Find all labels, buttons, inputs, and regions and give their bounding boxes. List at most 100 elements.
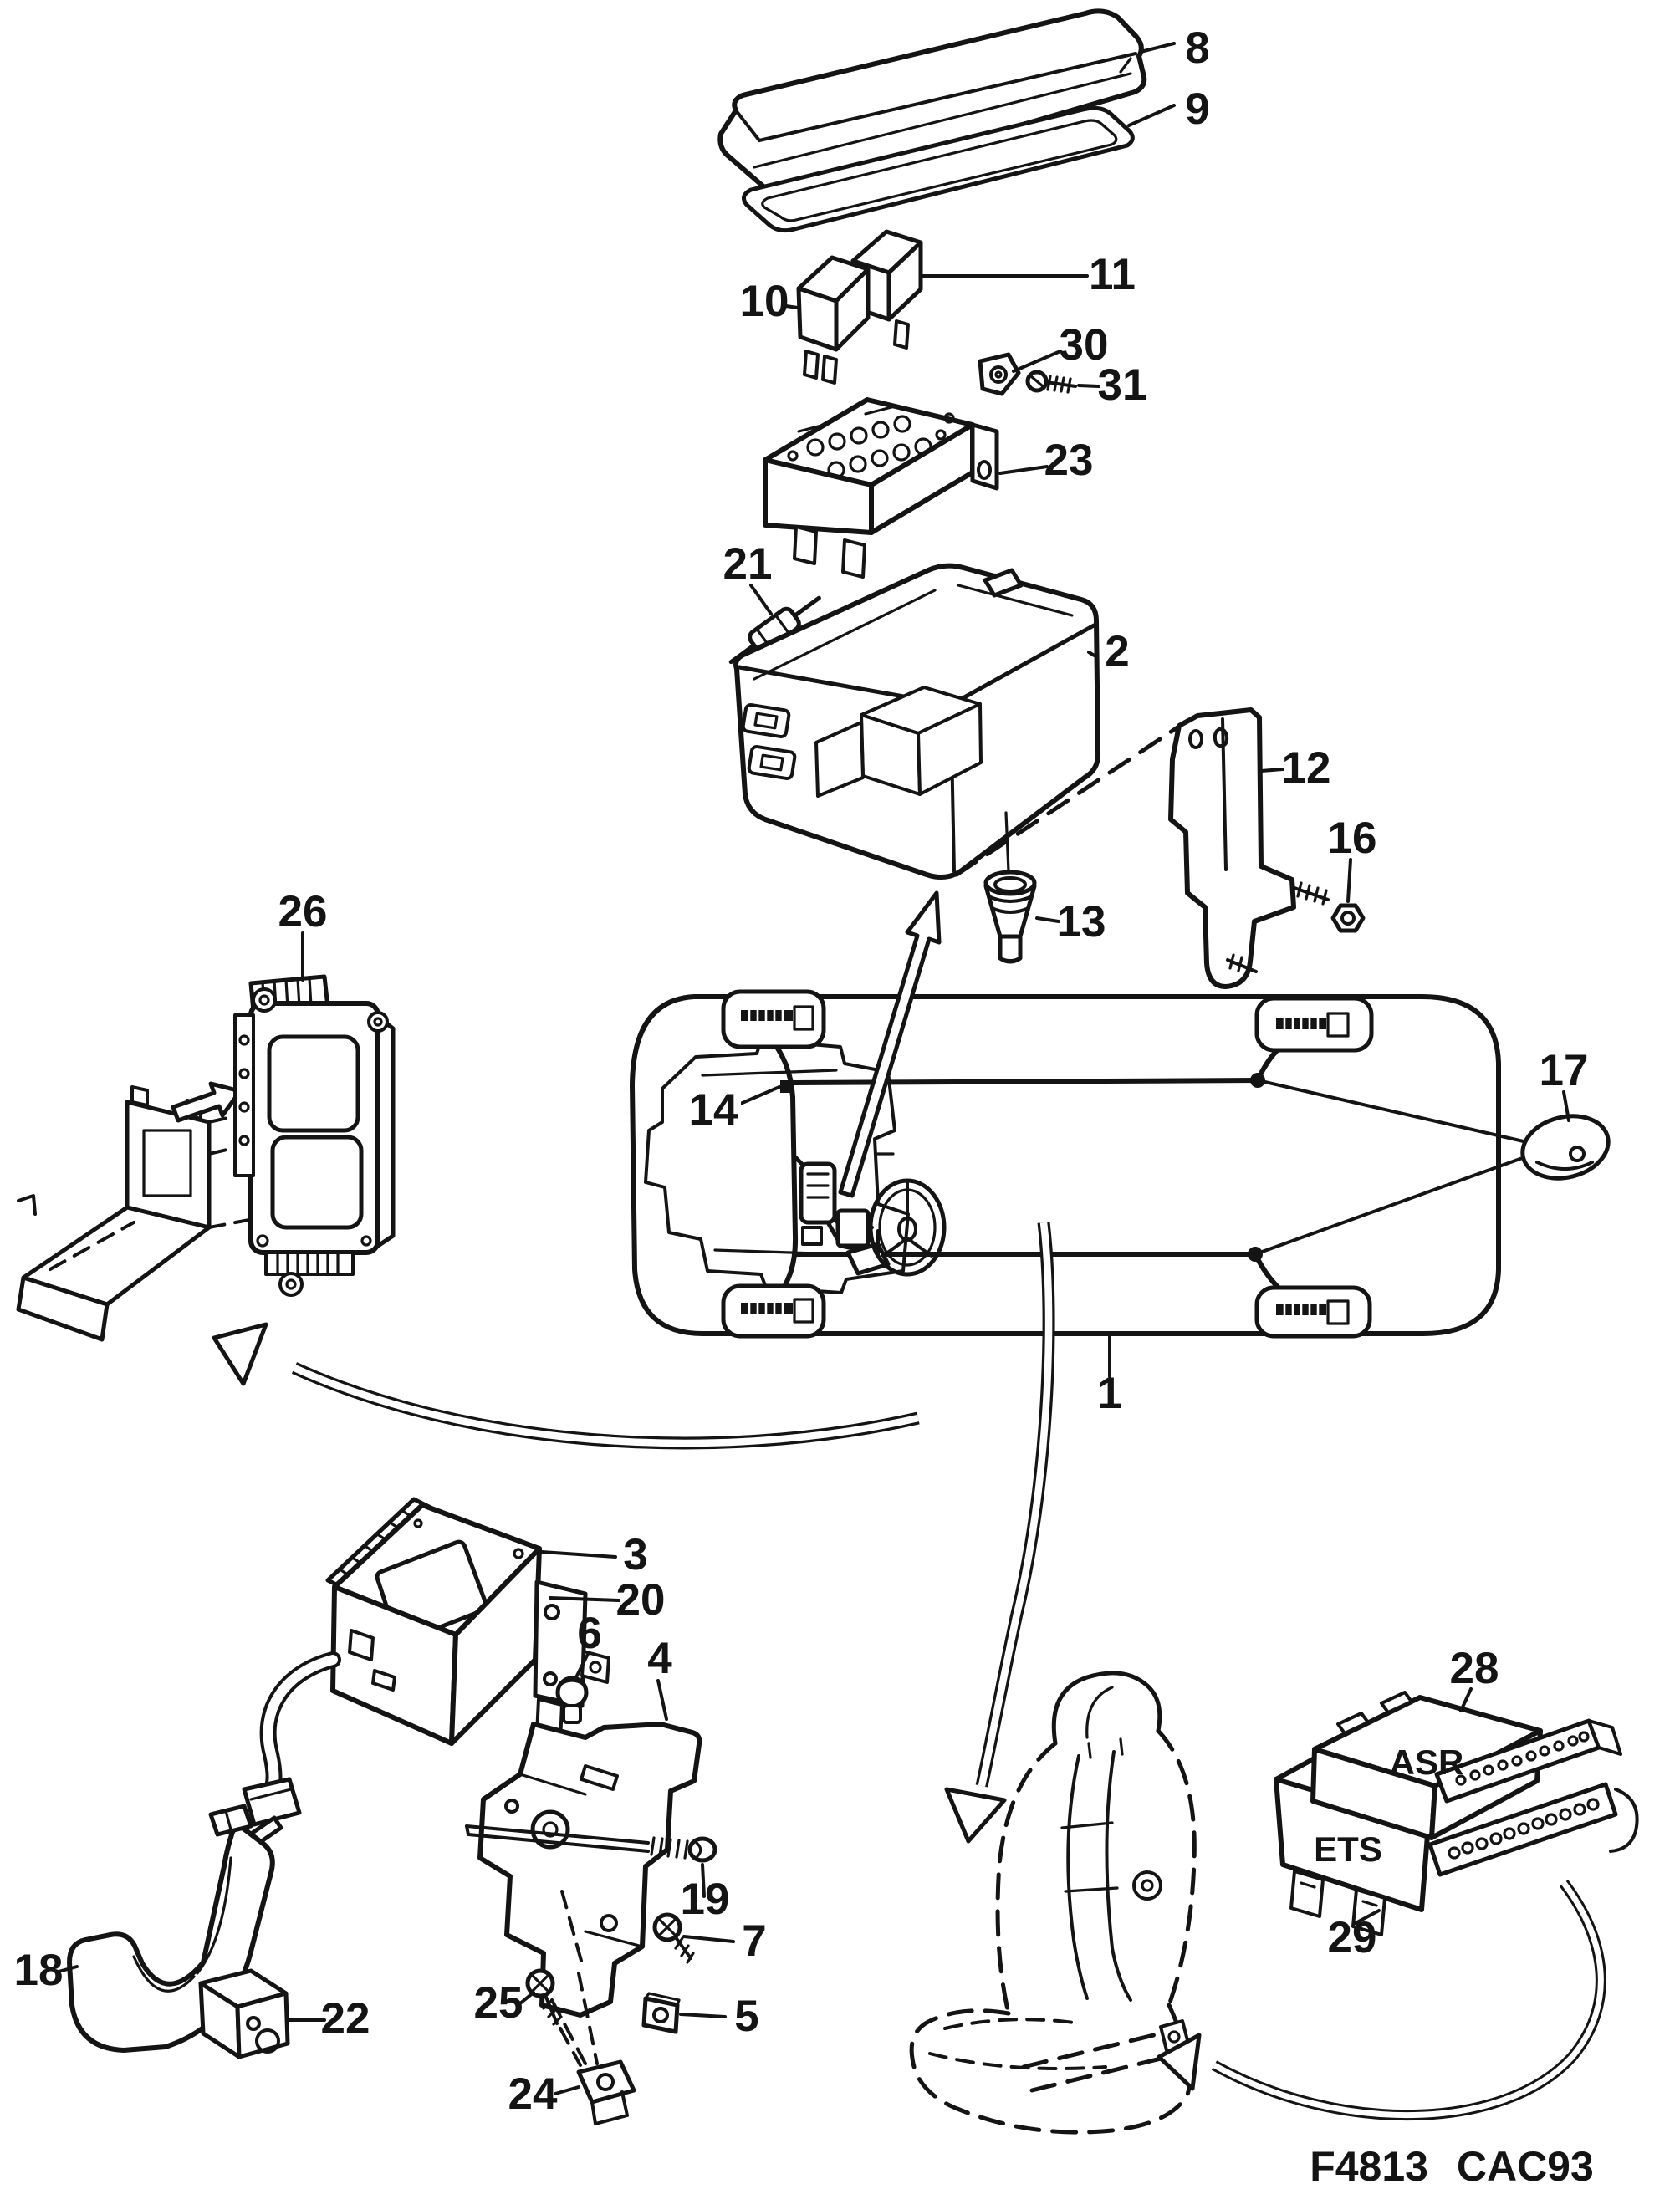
part-13-funnel-drawing xyxy=(983,811,1037,964)
callout-14-backing xyxy=(687,1087,741,1130)
leader-16 xyxy=(1346,858,1352,903)
connector-pins-row-1 xyxy=(1455,1731,1590,1786)
fuse-holder-sockets xyxy=(787,405,955,479)
callout-26: 26 xyxy=(278,887,328,936)
module-connectors xyxy=(1427,1718,1639,1877)
leader-8 xyxy=(1139,42,1176,54)
callout-5: 5 xyxy=(734,1992,758,2041)
part-23-fuse-holder-drawing xyxy=(763,397,999,579)
wheel-sensor-rear-left xyxy=(1254,996,1374,1053)
arrow-car-to-tray xyxy=(212,1322,920,1450)
leader-13 xyxy=(1035,916,1060,923)
callout-24: 24 xyxy=(508,2069,558,2119)
part-3-module-drawing xyxy=(233,1497,542,1855)
callout-22: 22 xyxy=(321,1994,370,2044)
part-2-housing-drawing xyxy=(733,563,1190,880)
screw-31-threads xyxy=(1046,375,1072,394)
figure-code: F4813 CAC93 xyxy=(1310,2143,1594,2189)
callout-17: 17 xyxy=(1540,1046,1589,1095)
part-4-bracket-drawing xyxy=(477,1722,702,2065)
part-1-car-top-view xyxy=(630,989,1529,1339)
callout-9: 9 xyxy=(1185,84,1209,134)
callout-23: 23 xyxy=(1044,436,1094,485)
callout-18: 18 xyxy=(14,1946,64,1995)
callout-labels: 8 9 10 11 30 31 23 21 2 12 1 6 13 26 14 1… xyxy=(14,23,1589,2119)
part-26-module-drawing xyxy=(233,974,396,1297)
leader-31 xyxy=(1077,384,1100,388)
callout-1: 1 xyxy=(1097,1369,1121,1418)
arrow-engine-bay-to-housing xyxy=(838,890,942,1198)
leader-6 xyxy=(574,1652,590,1681)
callout-4: 4 xyxy=(647,1634,672,1683)
leader-2 xyxy=(1087,651,1099,659)
wheel-sensor-rear-right xyxy=(1254,1285,1372,1339)
wheel-sensor-front-right xyxy=(721,1283,826,1339)
leader-9 xyxy=(1127,104,1176,127)
asr-module-label: ASR xyxy=(1390,1743,1464,1782)
callout-12: 12 xyxy=(1282,743,1331,793)
callout-7: 7 xyxy=(742,1916,766,1966)
callout-28: 28 xyxy=(1450,1644,1499,1693)
leader-28 xyxy=(1459,1687,1473,1712)
wiring-harness xyxy=(767,1034,1529,1300)
part-19-bolt-drawing xyxy=(465,1824,717,1863)
callout-6: 6 xyxy=(577,1609,601,1658)
wheel-sensor-front-left xyxy=(721,989,826,1049)
housing-latch-slots xyxy=(747,744,797,781)
arrow-module-to-seat xyxy=(1157,1880,1606,2121)
part-8-cover-drawing xyxy=(717,8,1147,196)
callout-11: 11 xyxy=(1089,250,1136,299)
callout-10: 10 xyxy=(740,277,789,326)
part-6-grommet-drawing xyxy=(555,1676,589,1724)
part-24-clip-drawing xyxy=(576,2059,636,2125)
part-5-nut-drawing xyxy=(641,1992,681,2034)
callout-31: 31 xyxy=(1098,360,1147,410)
part-9-gasket-drawing xyxy=(742,105,1135,233)
callout-21: 21 xyxy=(723,539,773,589)
callout-14: 14 xyxy=(689,1085,738,1135)
leader-30 xyxy=(1012,350,1062,373)
leader-25 xyxy=(518,1991,535,2005)
callout-25: 25 xyxy=(474,1978,523,2028)
leader-5 xyxy=(679,2013,727,2018)
housing-latch-slots xyxy=(741,702,791,739)
leader-21 xyxy=(749,584,773,615)
part-7-screw-drawing xyxy=(652,1912,695,1964)
leader-10 xyxy=(784,304,799,309)
part-30-bracket-drawing xyxy=(978,352,1021,396)
harness-connector-14-target xyxy=(780,1080,794,1093)
leader-20 xyxy=(549,1596,620,1602)
callout-19: 19 xyxy=(681,1875,730,1924)
part-25-screw-drawing xyxy=(525,1968,582,2067)
callout-8: 8 xyxy=(1185,23,1209,73)
leader-24 xyxy=(554,2085,580,2095)
callout-13: 13 xyxy=(1057,897,1106,947)
leader-19 xyxy=(701,1863,706,1898)
part-17-oval-unit-drawing xyxy=(1520,1114,1611,1181)
arrow-tray-insert xyxy=(171,1081,243,1123)
part-26-tray-bracket xyxy=(16,1085,334,1342)
callout-2: 2 xyxy=(1105,627,1129,676)
callout-3: 3 xyxy=(623,1530,647,1579)
callout-leader-lines xyxy=(57,42,1570,2095)
leader-18 xyxy=(57,1965,79,1973)
leader-7 xyxy=(682,1935,735,1943)
callout-29: 29 xyxy=(1328,1913,1377,1962)
callout-20: 20 xyxy=(616,1575,666,1625)
part-12-bracket-drawing xyxy=(1168,707,1330,989)
part-16-nut-drawing xyxy=(1330,903,1366,933)
part-10-relay-drawing xyxy=(796,255,871,385)
steering-wheel xyxy=(835,1178,947,1277)
part-31-screw-drawing xyxy=(1025,370,1077,394)
leader-12 xyxy=(1259,768,1284,773)
callout-30: 30 xyxy=(1060,320,1109,370)
part-22-block-drawing xyxy=(198,1968,290,2059)
seat-drawing xyxy=(909,1671,1197,2135)
leader-17 xyxy=(1562,1090,1570,1122)
leader-3 xyxy=(540,1550,617,1559)
leader-4 xyxy=(656,1679,668,1721)
ets-module-label: ETS xyxy=(1314,1829,1382,1869)
leader-29 xyxy=(1354,1909,1381,1925)
